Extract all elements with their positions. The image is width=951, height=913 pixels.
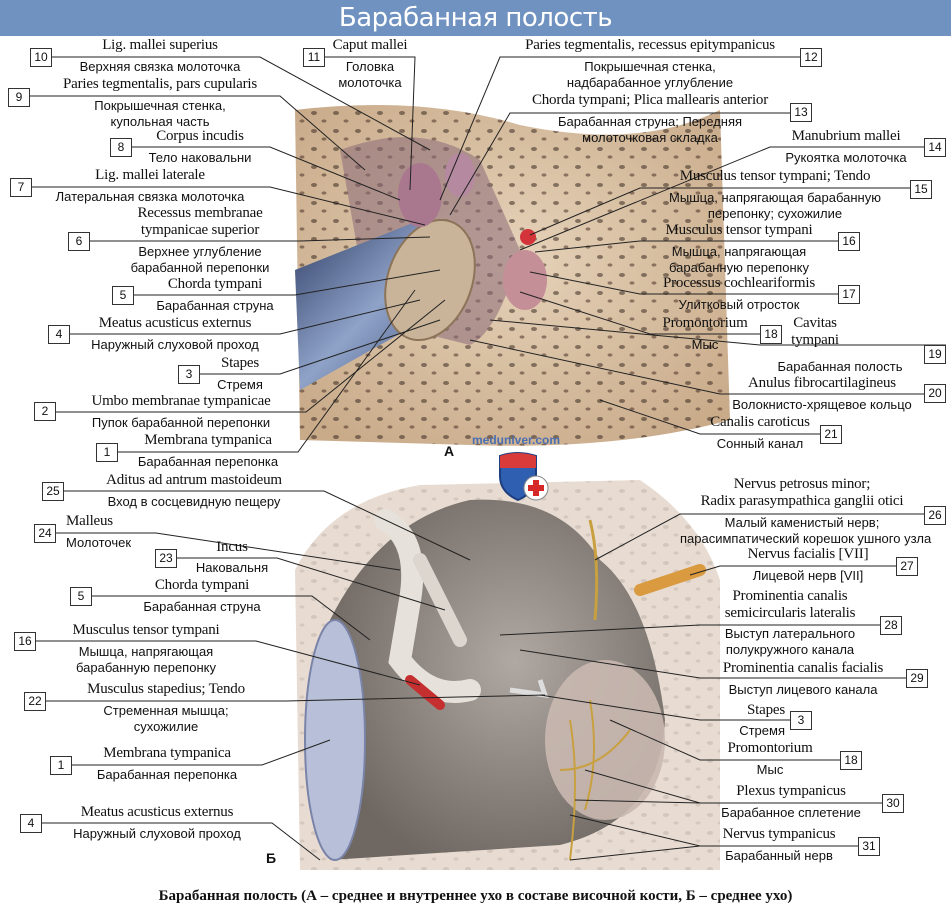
- number-box: 23: [155, 549, 177, 568]
- number-box: 26: [924, 506, 946, 525]
- medical-shield-logo-icon: [499, 452, 549, 502]
- leader-lines: [30, 56, 946, 861]
- number-box: 30: [882, 794, 904, 813]
- number-box: 12: [800, 48, 822, 67]
- number-box: 5: [70, 587, 92, 606]
- number-box: 16: [838, 232, 860, 251]
- number-box: 1: [50, 756, 72, 775]
- label-nervus-petrosus-minor: Nervus petrosus minor;Radix parasympathi…: [680, 476, 932, 546]
- label-nervus-facialis: Nervus facialis [VII]Лицевой нерв [VII]: [747, 546, 869, 583]
- page-title: Барабанная полость: [338, 3, 613, 33]
- figure-caption: Барабанная полость (А – среднее и внутре…: [158, 888, 793, 904]
- number-box: 2: [34, 402, 56, 421]
- number-box: 11: [303, 48, 325, 67]
- number-box: 29: [906, 669, 928, 688]
- panel-b-middle-ear: [295, 480, 720, 870]
- label-cavitas-tympani-ru: Барабанная полость: [777, 359, 903, 374]
- number-box: 24: [34, 524, 56, 543]
- number-box: 27: [896, 557, 918, 576]
- number-box: 6: [68, 232, 90, 251]
- number-box: 17: [838, 285, 860, 304]
- number-box: 21: [820, 425, 842, 444]
- number-box: 13: [790, 103, 812, 122]
- panel-letter-b: Б: [266, 850, 277, 866]
- label-paries-tegmentalis-recessus: Paries tegmentalis, recessus epitympanic…: [525, 37, 775, 90]
- number-box: 31: [858, 837, 880, 856]
- number-box: 4: [48, 325, 70, 344]
- number-box: 8: [110, 138, 132, 157]
- number-box: 15: [910, 180, 932, 199]
- label-chorda-plica: Chorda tympani; Plica mallearis anterior…: [531, 92, 769, 145]
- number-box: 14: [924, 138, 946, 157]
- number-box: 9: [8, 88, 30, 107]
- number-box: 28: [880, 616, 902, 635]
- title-bar: Барабанная полость: [0, 0, 951, 36]
- number-box: 5: [112, 286, 134, 305]
- number-box: 19: [924, 345, 946, 364]
- number-box: 3: [790, 711, 812, 730]
- watermark: meduniver.com: [472, 433, 561, 447]
- number-box: 1: [96, 443, 118, 462]
- number-box: 4: [20, 814, 42, 833]
- panel-letter-a: А: [444, 443, 455, 459]
- number-box: 18: [840, 751, 862, 770]
- panel-a-bone: [295, 105, 735, 450]
- number-box: 3: [178, 365, 200, 384]
- number-box: 25: [42, 482, 64, 501]
- number-box: 18: [760, 325, 782, 344]
- number-box: 10: [30, 48, 52, 67]
- number-box: 22: [24, 692, 46, 711]
- number-box: 7: [10, 178, 32, 197]
- number-box: 20: [924, 384, 946, 403]
- number-box: 16: [14, 632, 36, 651]
